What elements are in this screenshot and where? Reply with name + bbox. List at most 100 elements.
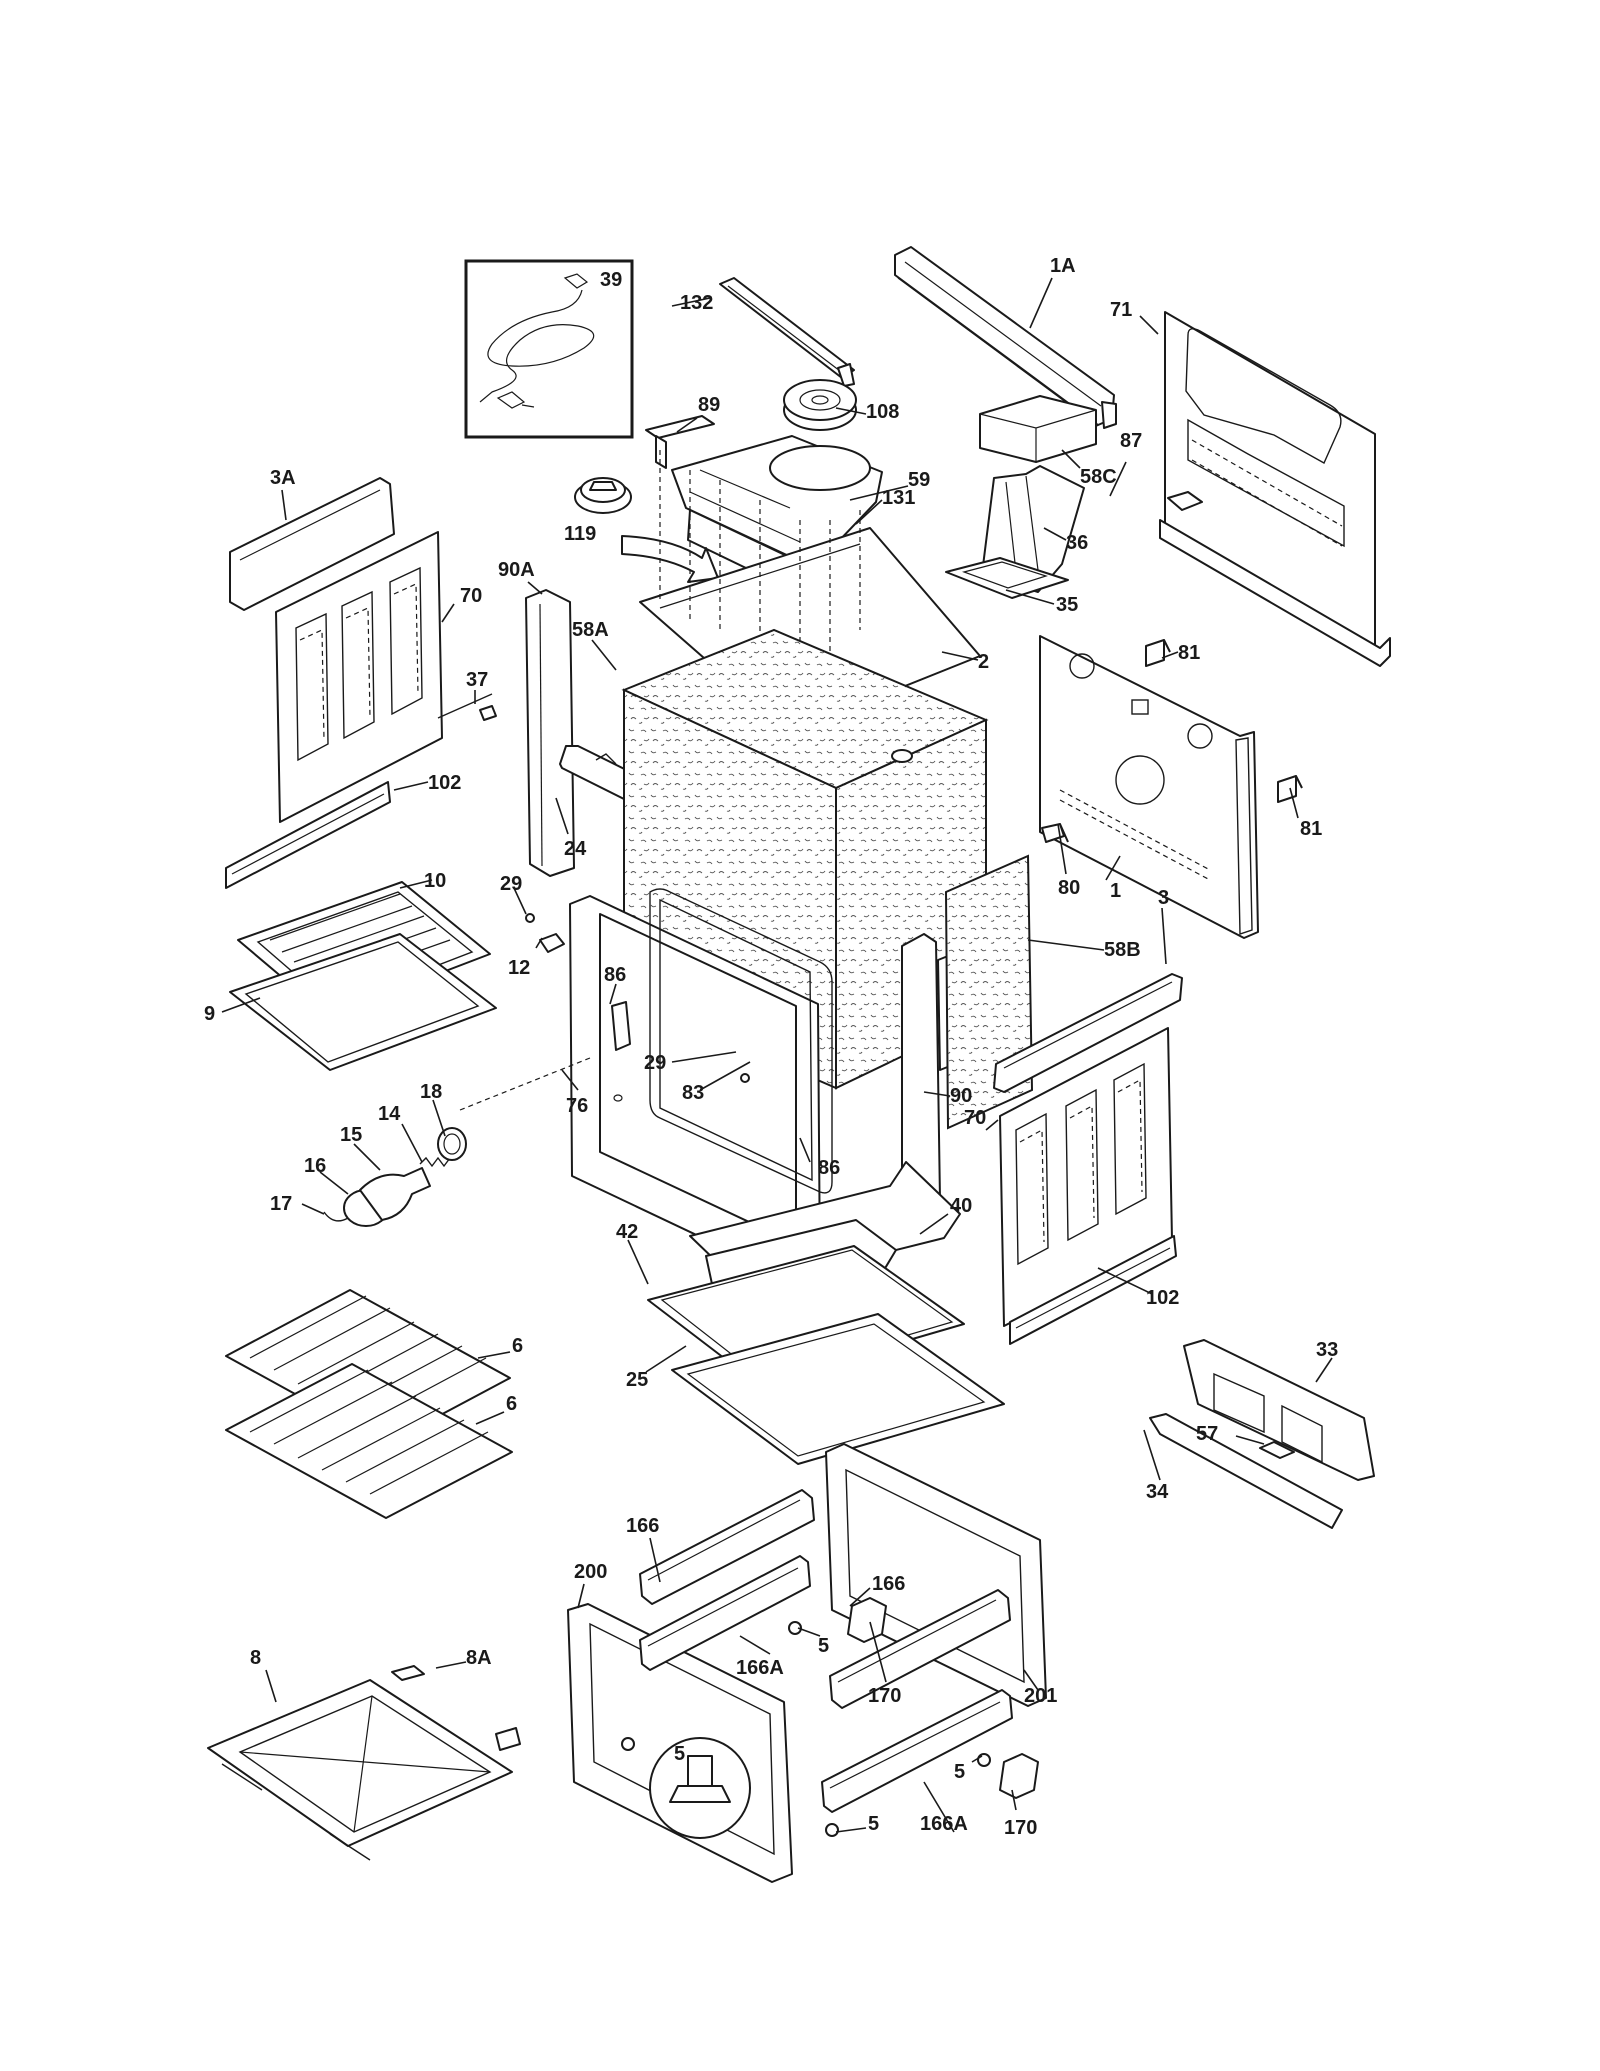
label-33: 33 [1316, 1339, 1338, 1361]
label-200: 200 [574, 1561, 607, 1583]
label-90A: 90A [498, 559, 535, 581]
label-25: 25 [626, 1369, 648, 1391]
label-166Aa: 166A [736, 1657, 784, 1679]
label-87: 87 [1120, 430, 1142, 452]
bracket-81-upper [1145, 639, 1171, 667]
blower-wheel-108 [783, 379, 857, 431]
label-102b: 102 [1146, 1287, 1179, 1309]
label-40: 40 [950, 1195, 972, 1217]
label-90: 90 [950, 1085, 972, 1107]
label-89: 89 [698, 394, 720, 416]
label-166a: 166 [626, 1515, 659, 1537]
bottom-panel-25 [671, 1313, 1005, 1465]
leader-lines [221, 277, 1333, 1833]
trim-102-left [225, 781, 391, 889]
label-166b: 166 [872, 1573, 905, 1595]
label-57: 57 [1196, 1423, 1218, 1445]
label-58C: 58C [1080, 466, 1117, 488]
label-81b: 81 [1300, 818, 1322, 840]
label-119: 119 [564, 523, 596, 545]
label-1: 1 [1110, 880, 1121, 902]
oven-rack-6-lower [225, 1363, 513, 1519]
label-39: 39 [600, 269, 622, 291]
power-cord-inset [464, 259, 634, 439]
label-59: 59 [908, 469, 930, 491]
rail-166-right [829, 1589, 1011, 1709]
side-panel-70-left [275, 531, 443, 823]
broiler-pan-9 [229, 933, 497, 1071]
door-gasket-83 [649, 888, 833, 1194]
label-70a: 70 [460, 585, 482, 607]
bracket-89 [645, 415, 715, 469]
rear-panel-1 [1039, 635, 1259, 939]
label-81a: 81 [1178, 642, 1200, 664]
side-trim-90A [525, 589, 575, 877]
label-6b: 6 [506, 1393, 517, 1415]
trim-34 [1149, 1413, 1343, 1529]
label-80: 80 [1058, 877, 1080, 899]
duct-box-58C [979, 395, 1097, 463]
label-86b: 86 [818, 1157, 840, 1179]
label-3A: 3A [270, 467, 296, 489]
label-29a: 29 [500, 873, 522, 895]
rail-166A-rear [821, 1689, 1013, 1813]
rod-37 [437, 693, 497, 721]
label-14: 14 [378, 1103, 401, 1125]
label-5a: 5 [818, 1635, 829, 1657]
bracket-170-upper [847, 1597, 887, 1643]
label-35: 35 [1056, 594, 1078, 616]
label-58B: 58B [1104, 939, 1141, 961]
label-36: 36 [1066, 532, 1088, 554]
label-83: 83 [682, 1082, 704, 1104]
bracket-170-lower [999, 1753, 1039, 1799]
label-29b: 29 [644, 1052, 666, 1074]
label-58A: 58A [572, 619, 609, 641]
bracket-132 [719, 277, 855, 387]
drawer-pan-8 [207, 1679, 513, 1861]
label-5c: 5 [954, 1761, 965, 1783]
label-201: 201 [1024, 1685, 1057, 1707]
label-24: 24 [564, 838, 587, 860]
label-132: 132 [680, 292, 713, 314]
bracket-33 [1183, 1339, 1375, 1481]
label-102a: 102 [428, 772, 461, 794]
oven-frame-76 [569, 895, 821, 1285]
gasket-35 [945, 557, 1069, 599]
clip-8A [391, 1665, 521, 1751]
leveler-detail-circle [649, 1737, 751, 1839]
label-3: 3 [1158, 887, 1169, 909]
label-18: 18 [420, 1081, 442, 1103]
label-10: 10 [424, 870, 446, 892]
rail-166-left [639, 1489, 815, 1605]
bracket-80 [1041, 823, 1069, 843]
label-76: 76 [566, 1095, 588, 1117]
wire-17 [323, 1211, 349, 1222]
label-166Ab: 166A [920, 1813, 968, 1835]
top-side-trim-3A [229, 477, 395, 611]
label-42: 42 [616, 1221, 638, 1243]
light-socket-12 [539, 933, 565, 953]
spring-14 [419, 1156, 451, 1168]
label-70b: 70 [964, 1107, 986, 1129]
callout-labels: 39 132 1A 71 89 108 59 58C 87 3A 119 131… [204, 255, 1338, 1839]
leveling-legs-5 [621, 1621, 991, 1837]
top-rear-panel-1A [894, 246, 1117, 429]
trim-3-right [993, 973, 1183, 1093]
label-170a: 170 [868, 1685, 901, 1707]
label-6a: 6 [512, 1335, 523, 1357]
label-86a: 86 [604, 964, 626, 986]
label-8A: 8A [466, 1647, 492, 1669]
rear-panel-71 [1159, 311, 1391, 667]
screw-29 [525, 913, 750, 1083]
label-37: 37 [466, 669, 488, 691]
rail-166A-front [639, 1555, 811, 1671]
socket-18 [437, 1127, 467, 1161]
label-131: 131 [882, 487, 915, 509]
clip-57 [1259, 1441, 1295, 1459]
label-15: 15 [340, 1124, 362, 1146]
label-1A: 1A [1050, 255, 1076, 277]
label-5b: 5 [674, 1743, 685, 1765]
rear-frame-201 [825, 1443, 1047, 1707]
label-5d: 5 [868, 1813, 879, 1835]
